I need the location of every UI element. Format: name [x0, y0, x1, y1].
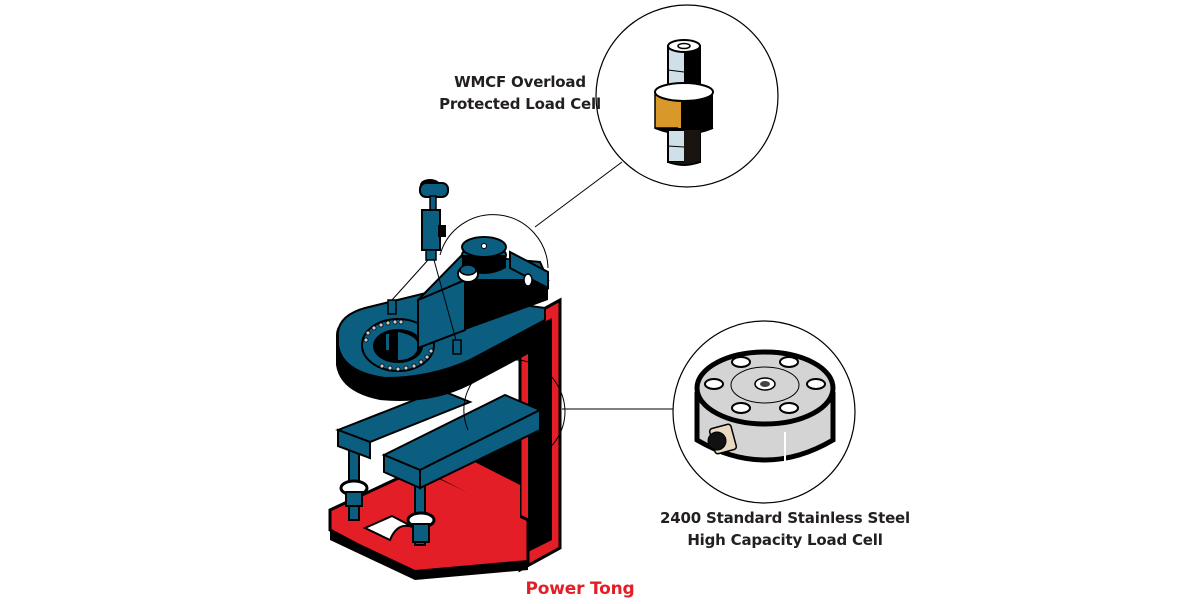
- hanger-cylinder: [419, 179, 449, 261]
- power-tong-label: Power Tong: [500, 578, 660, 600]
- wmcf-label-line-2: Protected Load Cell: [439, 95, 601, 113]
- connector: [707, 423, 738, 455]
- load-cell-2400-illustration: [694, 349, 836, 466]
- post-left: [387, 299, 397, 315]
- power-tong-label-text: Power Tong: [525, 579, 635, 599]
- post-right: [452, 339, 462, 355]
- gearbox-side: [465, 280, 548, 330]
- 2400-label-line-1: 2400 Standard Stainless Steel: [660, 509, 910, 527]
- wmcf-load-cell-illustration: [654, 39, 714, 166]
- load-cell-2400-label: 2400 Standard Stainless Steel High Capac…: [640, 507, 930, 551]
- wmcf-label-line-1: WMCF Overload: [454, 73, 586, 91]
- load-cell-2400-callout: [672, 320, 856, 504]
- power-tong-illustration: [328, 179, 566, 580]
- bolt-circle: [363, 319, 434, 372]
- stud-right: [406, 469, 436, 546]
- mount-bracket: [509, 250, 549, 290]
- highlight-circle-top: [439, 214, 549, 269]
- 2400-label-line-2: High Capacity Load Cell: [687, 531, 883, 549]
- mounting-holes: [704, 356, 826, 414]
- wmcf-load-cell-label: WMCF Overload Protected Load Cell: [420, 71, 620, 115]
- highlight-circle-mid: [463, 359, 566, 456]
- leader-line-wmcf: [534, 161, 623, 228]
- wmcf-load-cell-callout: [595, 4, 779, 188]
